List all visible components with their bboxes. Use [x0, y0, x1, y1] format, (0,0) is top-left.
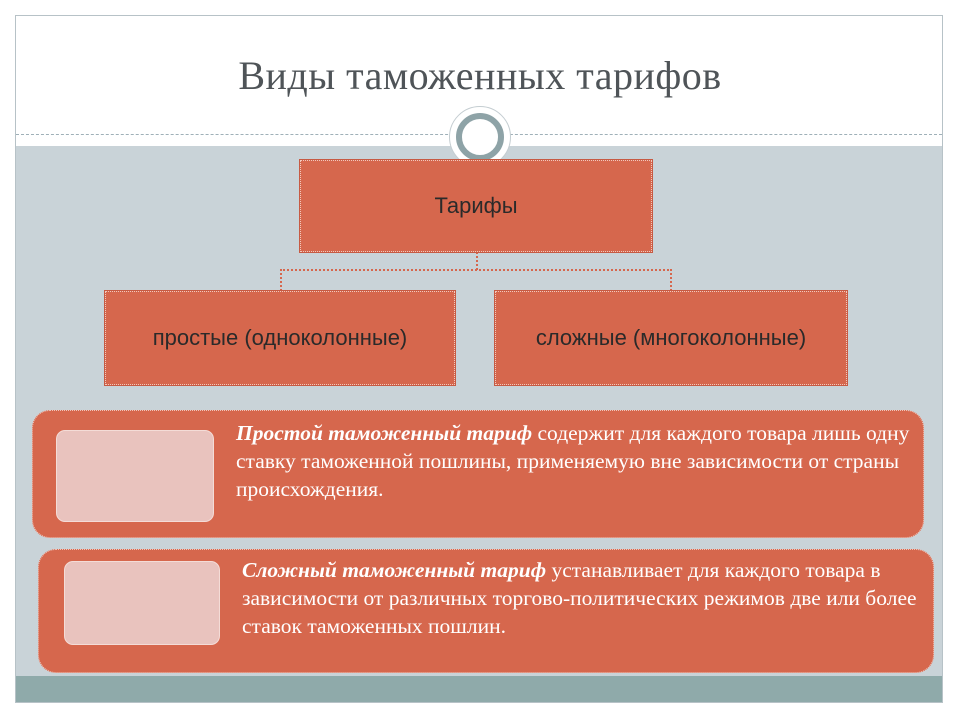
diagram-node-simple: простые (одноколонные)	[105, 291, 455, 385]
slide-frame	[15, 15, 943, 703]
node-label: сложные (многоколонные)	[535, 325, 807, 350]
card-thumbnail	[56, 430, 214, 522]
diagram-node-complex: сложные (многоколонные)	[495, 291, 847, 385]
definition-text-complex: Сложный таможенный тариф устанавливает д…	[242, 556, 922, 640]
definition-term: Простой таможенный тариф	[236, 421, 533, 445]
slide-title: Виды таможенных тарифов	[238, 53, 722, 98]
node-label: простые (одноколонные)	[152, 325, 408, 350]
definition-body: устанавливает для каждого товара в завис…	[242, 558, 917, 638]
card-thumbnail	[64, 561, 220, 645]
connector-right	[670, 269, 672, 291]
definition-term: Сложный таможенный тариф	[242, 558, 547, 582]
diagram-node-root: Тарифы	[300, 160, 652, 252]
node-label: Тарифы	[434, 193, 518, 218]
ring-inner-icon	[456, 113, 504, 161]
bottom-band	[16, 676, 942, 702]
connector-left	[280, 269, 282, 291]
definition-body: содержит для каждого товара лишь одну ст…	[236, 421, 910, 501]
connector-horizontal	[280, 269, 672, 271]
definition-text-simple: Простой таможенный тариф содержит для ка…	[236, 419, 916, 503]
connector-root	[476, 252, 478, 270]
